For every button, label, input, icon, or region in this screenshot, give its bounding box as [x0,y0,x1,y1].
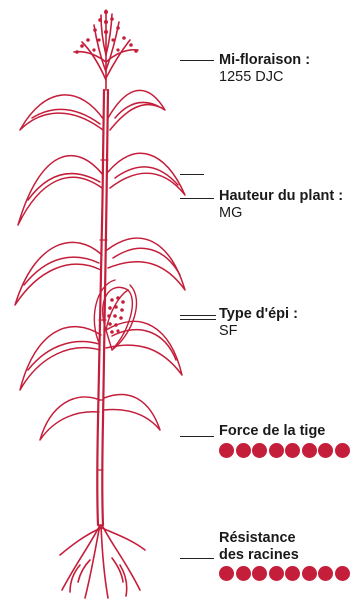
stalk-strength-rating [219,443,350,458]
trait-root-resistance: Résistance des racines [219,530,350,581]
connector-ear-type-1 [180,315,216,316]
rating-dot [335,443,350,458]
rating-dot [236,566,251,581]
trait-height-title: Hauteur du plant : [219,188,343,205]
rating-dot [252,443,267,458]
connector-stalk-strength [180,436,214,437]
trait-ear-type-title: Type d'épi : [219,306,298,323]
connector-height [180,198,214,199]
trait-stalk-strength-title: Force de la tige [219,423,350,440]
rating-dot [219,443,234,458]
connector-ear-type-2 [180,319,216,320]
rating-dot [236,443,251,458]
trait-stalk-strength: Force de la tige [219,423,350,458]
connector-height-top [180,174,204,175]
root-resistance-rating [219,566,350,581]
rating-dot [285,566,300,581]
trait-root-resistance-title-line1: Résistance [219,530,350,547]
rating-dot [269,443,284,458]
rating-dot [285,443,300,458]
connector-flowering [180,60,214,61]
trait-ear-type-value: SF [219,323,298,340]
rating-dot [302,566,317,581]
rating-dot [252,566,267,581]
trait-ear-type: Type d'épi : SF [219,306,298,339]
rating-dot [302,443,317,458]
trait-root-resistance-title-line2: des racines [219,547,350,564]
trait-height-value: MG [219,205,343,222]
trait-flowering: Mi-floraison : 1255 DJC [219,52,310,85]
rating-dot [335,566,350,581]
trait-height: Hauteur du plant : MG [219,188,343,221]
rating-dot [318,566,333,581]
rating-dot [219,566,234,581]
rating-dot [318,443,333,458]
trait-flowering-title: Mi-floraison : [219,52,310,69]
trait-flowering-value: 1255 DJC [219,69,310,86]
roots [60,525,145,598]
leaves [15,90,185,440]
rating-dot [269,566,284,581]
connector-root-resistance [180,558,214,559]
